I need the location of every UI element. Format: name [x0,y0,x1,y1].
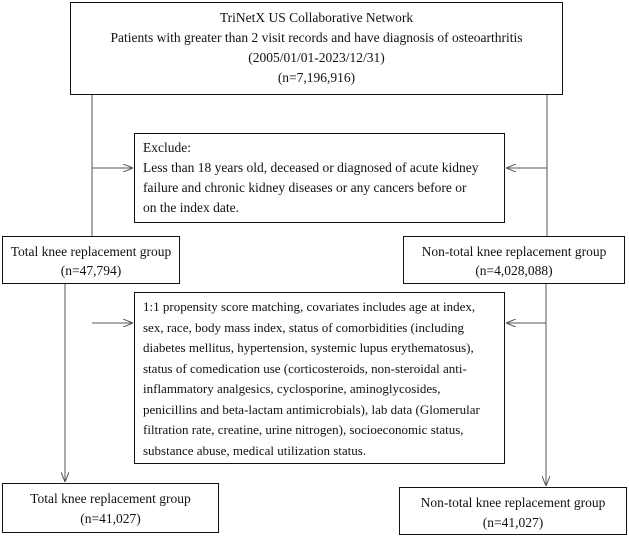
exclusion-criteria-box: Exclude: Less than 18 years old, decease… [134,133,505,223]
matching-text-line: sex, race, body mass index, status of co… [143,319,464,335]
tkr-group-matched-box: Total knee replacement group (n=41,027) [2,483,219,533]
exclude-text-line: failure and chronic kidney diseases or a… [143,180,467,195]
propensity-matching-box: 1:1 propensity score matching, covariate… [134,292,505,464]
matching-text-line: 1:1 propensity score matching, covariate… [143,299,476,314]
non-tkr-matched-count: (n=41,027) [482,515,544,530]
cohort-source-box: TriNetX US Collaborative Network Patient… [70,2,563,95]
total-count: (n=7,196,916) [277,70,356,85]
matching-text-line: diabetes mellitus, hypertension, systemi… [143,340,474,355]
non-tkr-matched-title: Non-total knee replacement group [420,495,606,510]
non-tkr-group-count: (n=4,028,088) [475,263,553,278]
network-name: TriNetX US Collaborative Network [219,10,414,25]
date-range: (2005/01/01-2023/12/31) [248,50,385,65]
matching-text-line: status of comedication use (corticostero… [143,360,467,376]
tkr-group-initial-box: Total knee replacement group (n=47,794) [2,236,180,284]
matching-text-line: filtration rate, creatine, urine nitroge… [143,422,464,437]
matching-text-line: inflammatory analgesics, cyclosporine, a… [143,381,441,396]
matching-text-line: substance abuse, medical utilization sta… [143,442,367,458]
matching-text-line: penicillins and beta-lactam antimicrobia… [143,401,480,417]
tkr-group-count: (n=47,794) [60,263,122,278]
tkr-matched-count: (n=41,027) [80,511,141,526]
exclude-text-line: on the index date. [143,200,239,215]
exclude-heading: Exclude: [143,140,191,155]
non-tkr-group-initial-box: Non-total knee replacement group (n=4,02… [403,236,625,284]
tkr-matched-title: Total knee replacement group [30,491,191,506]
non-tkr-group-matched-box: Non-total knee replacement group (n=41,0… [399,487,627,535]
exclude-text-line: Less than 18 years old, deceased or diag… [143,160,479,175]
inclusion-criteria: Patients with greater than 2 visit recor… [110,30,523,45]
non-tkr-group-title: Non-total knee replacement group [421,244,607,259]
tkr-group-title: Total knee replacement group [10,244,172,259]
